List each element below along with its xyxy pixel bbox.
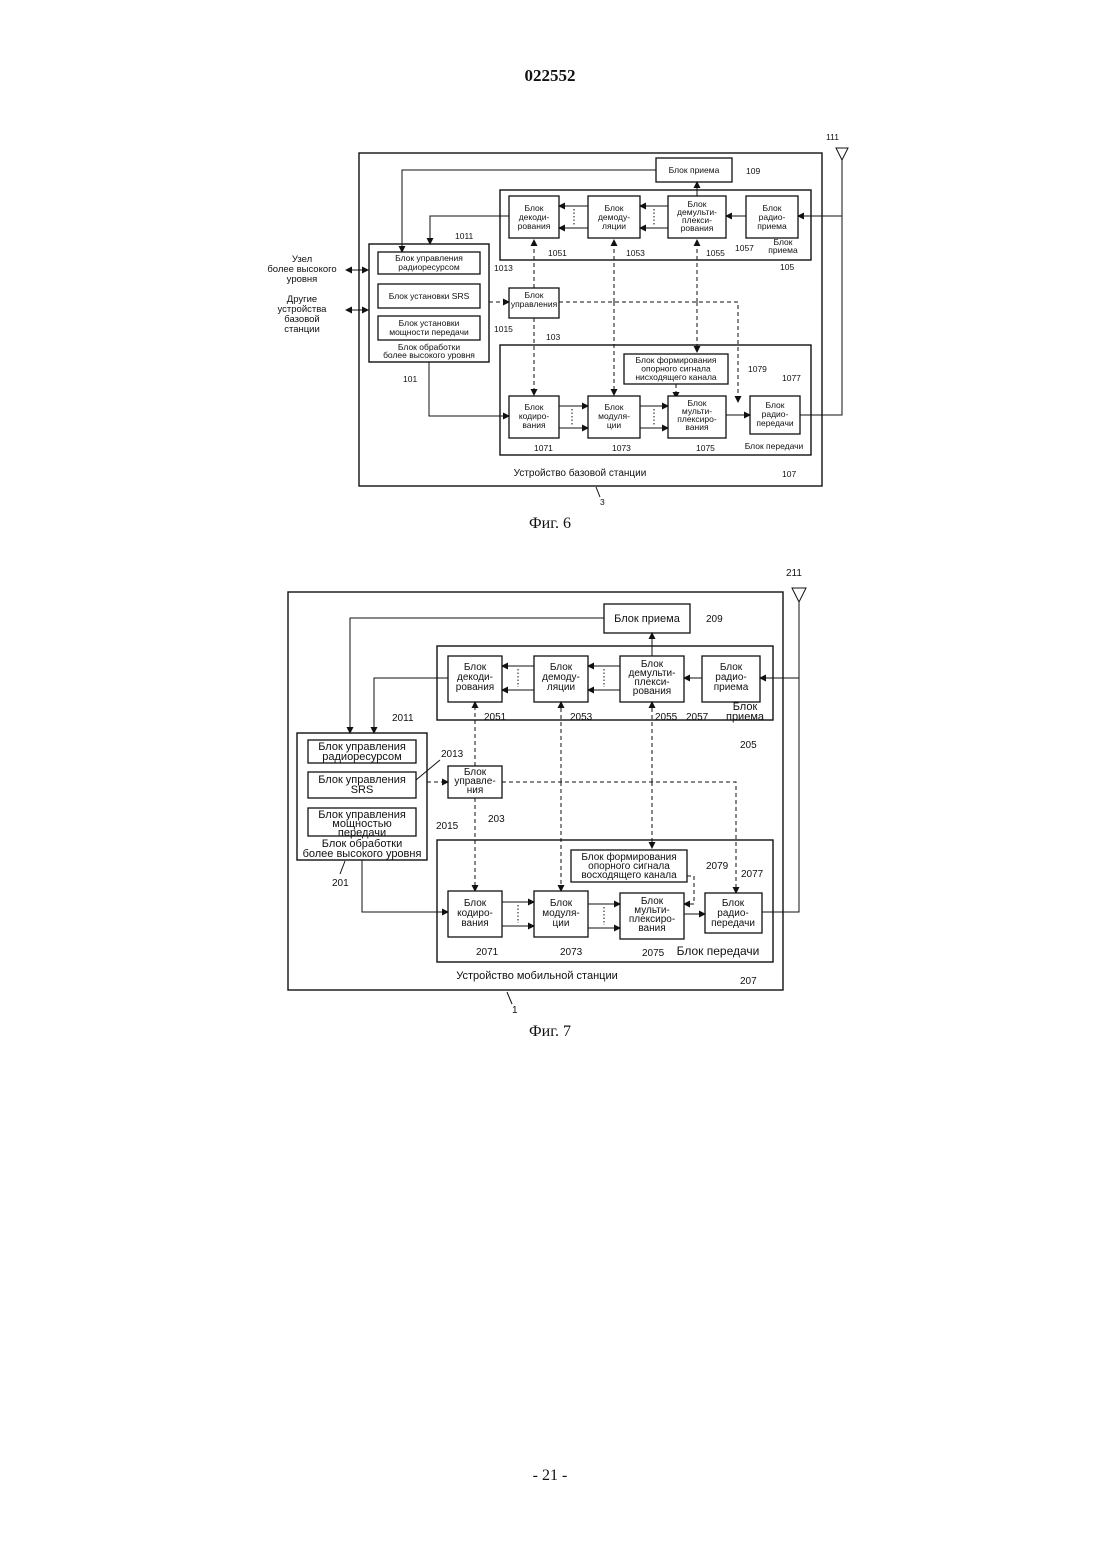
- figure-6-caption: Фиг. 6: [0, 515, 1100, 533]
- ref-signal-label: Блок формированияопорного сигналавосходя…: [581, 851, 677, 881]
- device-ref: 1: [512, 1005, 518, 1016]
- rx-unit-ref: 109: [746, 166, 760, 176]
- rrc-ref: 2011: [392, 713, 414, 724]
- srs-ref: 1013: [494, 263, 513, 273]
- srs-label: Блок установки SRS: [389, 291, 470, 301]
- multiplexing-ref: 2075: [642, 948, 665, 959]
- rx-section-ref: 105: [780, 262, 794, 272]
- control-ref: 103: [546, 332, 560, 342]
- device-ref: 3: [600, 497, 605, 507]
- tx-section-ref: 207: [740, 976, 757, 987]
- ref-signal-label: Блок формированияопорного сигналанисходя…: [635, 355, 717, 382]
- rx-unit-ref: 209: [706, 614, 723, 625]
- upper-proc-label: Блок обработкиболее высокого уровня: [383, 342, 475, 360]
- rx-section-ref: 205: [740, 740, 757, 751]
- rx-section-label: Блокприема: [726, 701, 765, 723]
- radio-tx-ref: 1077: [782, 373, 801, 383]
- radio-tx-ref: 2077: [741, 869, 764, 880]
- rx-unit-label: Блок приема: [614, 613, 681, 625]
- modulation-ref: 1073: [612, 443, 631, 453]
- other-devices-label: Другиеустройствабазовойстанции: [278, 294, 328, 335]
- figure-7-caption: Фиг. 7: [0, 1023, 1100, 1041]
- ref-signal-ref: 2079: [706, 861, 729, 872]
- rrc-ref: 1011: [455, 231, 474, 241]
- antenna-icon: [800, 148, 848, 415]
- radio-rx-ref: 2057: [686, 712, 709, 723]
- modulation-ref: 2073: [560, 947, 583, 958]
- device-label: Устройство базовой станции: [514, 467, 647, 479]
- coding-ref: 1071: [534, 443, 553, 453]
- ref-signal-ref: 1079: [748, 364, 767, 374]
- radio-rx-ref: 1057: [735, 243, 754, 253]
- srs-ref: 2013: [441, 749, 464, 760]
- rx-unit-label: Блок приема: [669, 165, 720, 175]
- page-number: - 21 -: [0, 1467, 1100, 1485]
- antenna-icon: [762, 588, 806, 912]
- upper-proc-ref: 101: [403, 374, 417, 384]
- antenna-ref: 211: [786, 568, 802, 579]
- power-ref: 1015: [494, 324, 513, 334]
- decoding-ref: 1051: [548, 248, 567, 258]
- tx-section-label: Блок передачи: [677, 944, 760, 958]
- upper-node-label: Узелболее высокогоуровня: [267, 254, 336, 285]
- rrc-label: Блок управлениярадиоресурсом: [395, 253, 463, 272]
- power-ref: 2015: [436, 821, 459, 832]
- control-ref: 203: [488, 814, 505, 825]
- tx-section-ref: 107: [782, 469, 796, 479]
- demultiplexing-ref: 2055: [655, 712, 678, 723]
- figure-7-diagram: Устройство мобильной станции 1 211 Блокп…: [0, 560, 1100, 1030]
- coding-ref: 2071: [476, 947, 499, 958]
- rx-section-label: Блокприема: [768, 237, 798, 255]
- figure-6-diagram: Устройство базовой станции 3 111 105 Бло…: [0, 0, 1100, 520]
- demultiplexing-ref: 1055: [706, 248, 725, 258]
- tx-section-label: Блок передачи: [745, 441, 804, 451]
- multiplexing-ref: 1075: [696, 443, 715, 453]
- decoding-ref: 2051: [484, 712, 507, 723]
- demodulation-ref: 2053: [570, 712, 593, 723]
- device-label: Устройство мобильной станции: [456, 970, 617, 982]
- power-label: Блок установкимощности передачи: [389, 318, 469, 337]
- antenna-ref: 111: [826, 132, 839, 142]
- upper-proc-label: Блок обработкиболее высокого уровня: [303, 838, 422, 860]
- demodulation-ref: 1053: [626, 248, 645, 258]
- rrc-label: Блок управлениярадиоресурсом: [318, 741, 406, 763]
- upper-proc-ref: 201: [332, 878, 349, 889]
